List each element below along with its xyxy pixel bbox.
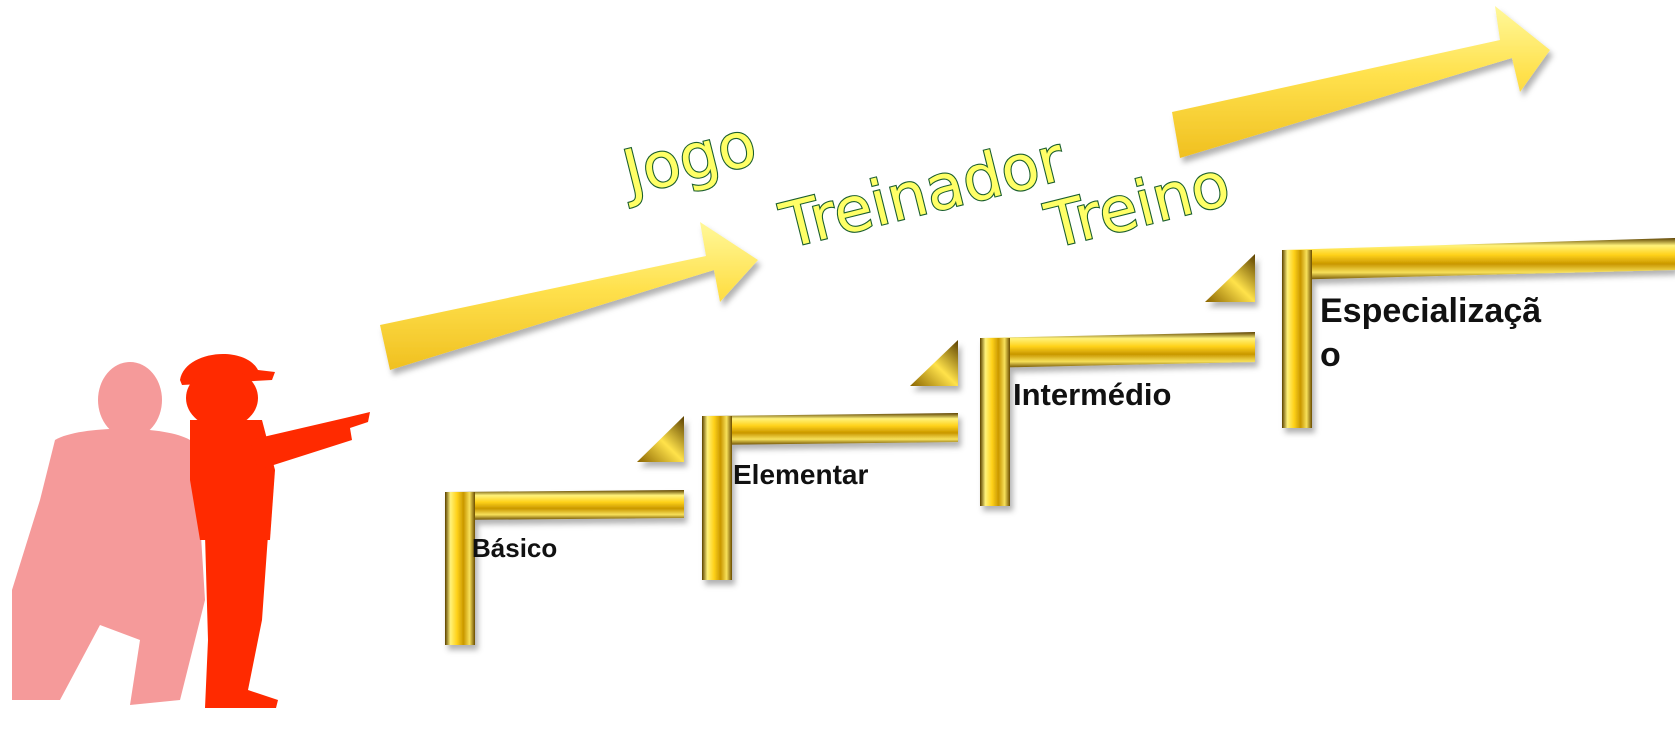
- step-intermedio: [980, 254, 1255, 506]
- child-silhouette: [180, 353, 370, 708]
- step-elementar: [702, 340, 958, 580]
- concept-treino: Treino: [1038, 147, 1237, 263]
- progress-arrow-lower: [380, 222, 758, 370]
- step-vertical-bar: [702, 416, 732, 580]
- step-label-basico: Básico: [472, 533, 557, 563]
- concept-treinador: Treinador: [773, 122, 1072, 263]
- adult-silhouette: [12, 362, 235, 705]
- step-vertical-bar: [1282, 250, 1312, 428]
- step-vertical-bar: [445, 492, 475, 645]
- adult-and-child-pointing-icon: [12, 353, 370, 708]
- concept-jogo: Jogo: [612, 106, 763, 210]
- step-basico: [445, 416, 684, 645]
- step-horizontal-bar: [1282, 238, 1675, 280]
- step-especializacao: [1282, 238, 1675, 428]
- step-label-intermedio: Intermédio: [1013, 377, 1171, 412]
- step-label-especializacao-line2: o: [1320, 336, 1341, 374]
- step-corner-triangle: [637, 416, 684, 462]
- step-corner-triangle: [1205, 254, 1255, 302]
- step-corner-triangle: [910, 340, 958, 386]
- step-label-especializacao-line1: Especializaçã: [1320, 292, 1541, 330]
- step-vertical-bar: [980, 338, 1010, 506]
- progress-arrow-upper: [1172, 6, 1550, 158]
- step-horizontal-bar: [445, 490, 684, 520]
- step-horizontal-bar: [702, 413, 958, 445]
- step-label-elementar: Elementar: [733, 459, 868, 490]
- step-horizontal-bar: [980, 332, 1255, 368]
